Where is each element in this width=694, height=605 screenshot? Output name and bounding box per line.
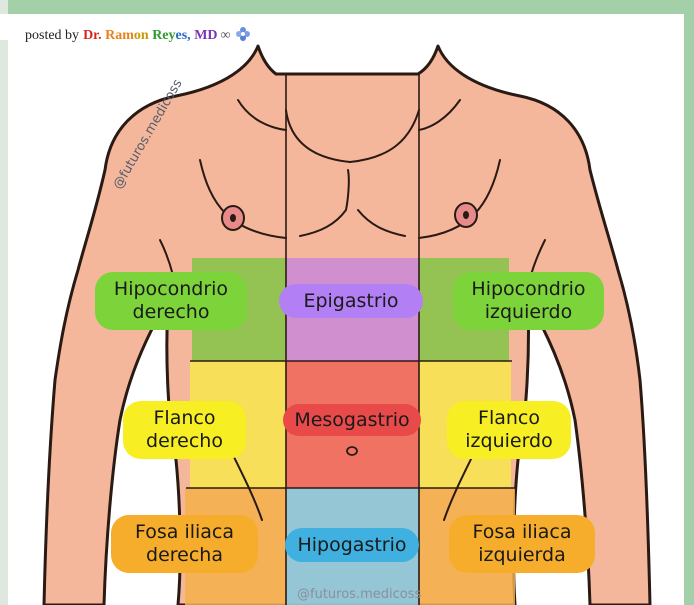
watermark-bottom: @futuros.medicoss: [297, 587, 421, 602]
author-part: Dr.: [83, 28, 105, 43]
posted-by-line: posted by Dr. Ramon Reyes, MD ∞: [25, 27, 250, 44]
author-part: Rey: [152, 28, 175, 43]
author-part: es,: [176, 28, 195, 43]
author-part: MD: [194, 28, 217, 43]
author-part: on: [134, 28, 152, 43]
label-fosa-iliaca-derecha: Fosa iliaca derecha: [111, 515, 258, 573]
label-epigastrio: Epigastrio: [279, 284, 423, 318]
label-hipogastrio: Hipogastrio: [285, 528, 419, 562]
label-hipocondrio-izquierdo: Hipocondrio izquierdo: [453, 272, 604, 330]
posted-by-label: posted by: [25, 28, 79, 43]
puzzle-flower-icon: [236, 27, 250, 41]
label-flanco-derecho: Flanco derecho: [123, 401, 246, 459]
infinity-icon: ∞: [221, 28, 231, 43]
label-mesogastrio: Mesogastrio: [283, 404, 421, 436]
label-flanco-izquierdo: Flanco izquierdo: [447, 401, 571, 459]
author-part: Ram: [105, 28, 134, 43]
label-fosa-iliaca-izquierda: Fosa iliaca izquierda: [449, 515, 595, 573]
author-name[interactable]: Dr. Ramon Reyes, MD: [83, 28, 217, 43]
label-hipocondrio-derecho: Hipocondrio derecho: [95, 272, 247, 330]
